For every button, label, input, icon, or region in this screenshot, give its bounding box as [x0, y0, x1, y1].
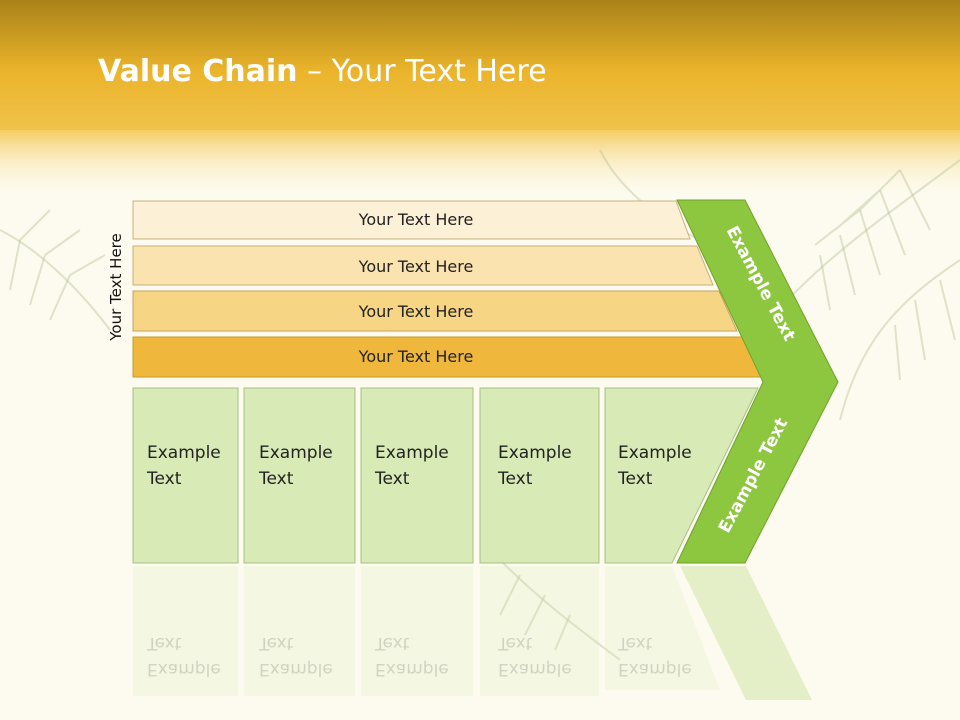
box-5 [604, 387, 759, 564]
bar-1-label: Your Text Here [358, 210, 474, 229]
box-4 [479, 387, 600, 564]
slide-title: Value Chain – Your Text Here [98, 54, 547, 89]
chevron-arrow [676, 199, 839, 564]
palm-leaves-decoration [0, 149, 960, 661]
bar-2-label: Your Text Here [358, 257, 474, 276]
bar-4-label: Your Text Here [358, 347, 474, 366]
box-2 [243, 387, 356, 564]
box-3 [360, 387, 474, 564]
bar-1 [132, 200, 691, 240]
bar-3-label: Your Text Here [358, 302, 474, 321]
bar-3 [132, 290, 738, 332]
box-1 [132, 387, 239, 564]
boxes-reflection [133, 566, 812, 700]
bar-2 [132, 245, 714, 286]
